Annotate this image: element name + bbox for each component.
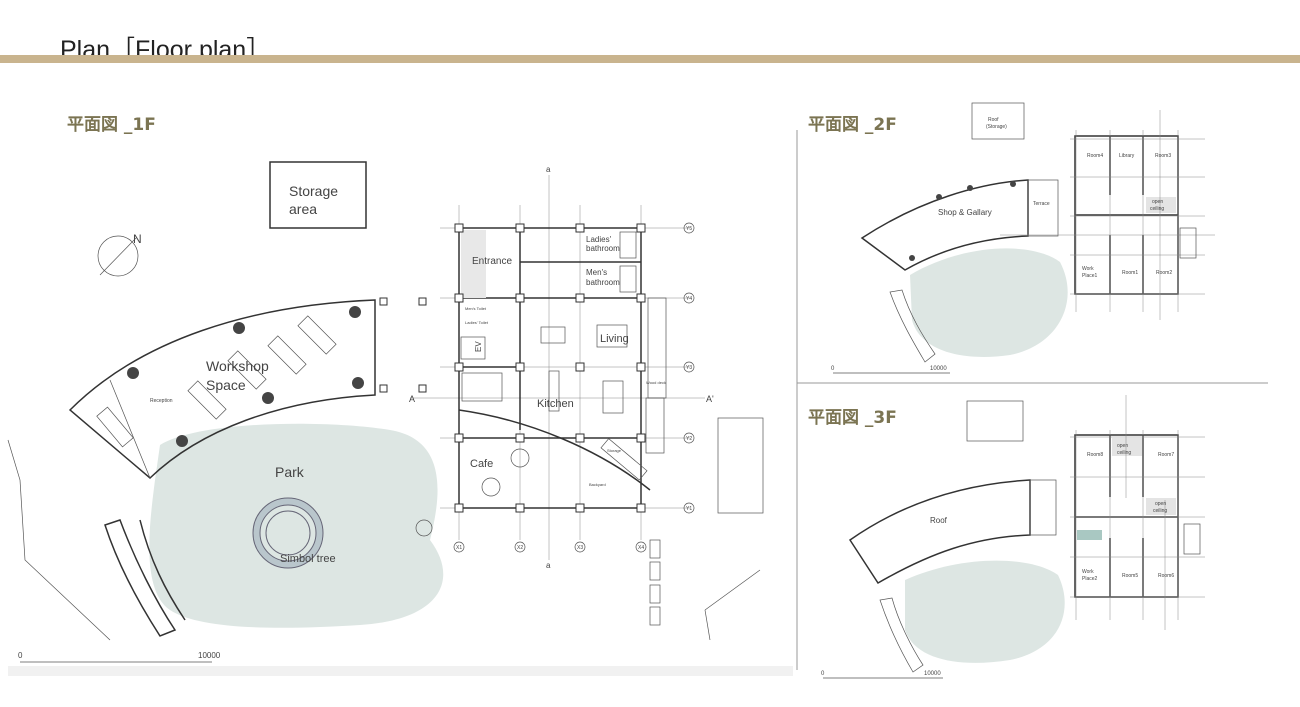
room6-label: Room6 [1158, 573, 1174, 579]
scale-0-2f: 0 [831, 366, 835, 372]
grid-label-x2: X2 [517, 545, 523, 551]
grid-label-x1: X1 [456, 545, 462, 551]
room4-label: Room4 [1087, 153, 1103, 159]
terrace-label: Terrace [1033, 201, 1050, 207]
parking-area [717, 417, 764, 514]
room1-label: Room1 [1122, 270, 1138, 276]
grid-label-y4: Y4 [686, 296, 692, 302]
open-ceiling-label-3f-b-2: ceiling [1153, 508, 1167, 514]
entrance-label: Entrance [472, 256, 512, 267]
mens-bathroom-label-2: bathroom [586, 278, 620, 287]
open-ceiling-label-3f-a: open [1117, 443, 1128, 449]
park-label: Park [275, 464, 305, 480]
backyard-label: Backyard [589, 482, 606, 487]
scale-10000-3f: 10000 [924, 671, 941, 677]
heading-1f: 平面図 _1F [67, 115, 156, 135]
storage-label: Storage [607, 448, 622, 453]
3f-rooms-block: Room8 open ceiling Room7 open ceiling Wo… [1070, 395, 1205, 630]
north-label: N [133, 232, 142, 246]
work-place1-label-2: Place1 [1082, 273, 1098, 279]
roof-storage-label: Roof [988, 117, 999, 123]
grid-label-y3: Y3 [686, 365, 692, 371]
roof-storage-label-2: (Storage) [986, 124, 1007, 130]
2f-rooms-block: Room4 Library Room3 open ceiling Work Pl… [1000, 110, 1215, 320]
main-building: Entrance Ladies' bathroom Men's bathroom… [379, 165, 714, 570]
scale-0-1f: 0 [18, 651, 23, 660]
ladies-toilet-label: Ladies' Toilet [465, 320, 489, 325]
section-mark-b-top: a [546, 165, 551, 174]
grid-label-y1: Y1 [686, 506, 692, 512]
mens-bathroom-label: Men's [586, 268, 607, 277]
grid-label-x4: X4 [638, 545, 644, 551]
room7-label: Room7 [1158, 452, 1174, 458]
park-area-2f [910, 248, 1068, 357]
room3-label: Room3 [1155, 153, 1171, 159]
scale-10000-2f: 10000 [930, 366, 947, 372]
floor-2-plan: Roof (Storage) Shop & Gallary Terrace Ro… [831, 102, 1215, 374]
workshop-label-2: Space [206, 377, 246, 393]
mens-toilet-label: Men's Toilet [465, 306, 487, 311]
work-place1-label: Work [1082, 266, 1094, 272]
north-arrow-icon [97, 235, 139, 277]
section-mark-a: A [409, 394, 415, 404]
cafe-label: Cafe [470, 458, 493, 470]
section-mark-a2: A' [706, 394, 714, 404]
section-mark-b-bottom: a [546, 561, 551, 570]
room5-label: Room5 [1122, 573, 1138, 579]
reception-label: Reception [150, 398, 173, 404]
floor-1-plan: Storage area N Workshop Space Reception … [7, 161, 764, 663]
symbol-tree-label: Simbol tree [280, 553, 336, 565]
wood-deck-label: Wood deck [646, 380, 666, 385]
scale-10000-1f: 10000 [198, 651, 221, 660]
kitchen-label: Kitchen [537, 398, 574, 410]
grid-label-y5: Y5 [686, 226, 692, 232]
open-ceiling-label-3f-b: open [1155, 501, 1166, 507]
workshop-label: Workshop [206, 358, 269, 374]
floor-3-plan: Roof Room8 open ceiling Room7 open ceili… [821, 395, 1205, 679]
room8-label: Room8 [1087, 452, 1103, 458]
title-underline-bar [0, 55, 1300, 63]
storage-area-label-2: area [289, 201, 317, 217]
room2-label: Room2 [1156, 270, 1172, 276]
shop-gallary-label: Shop & Gallary [938, 208, 992, 217]
seating-arc [104, 519, 186, 637]
storage-building [269, 161, 367, 229]
work-place2-label-2: Place2 [1082, 576, 1098, 582]
roof-storage-2f [971, 102, 1025, 140]
ladies-bathroom-label-2: bathroom [586, 244, 620, 253]
library-label: Library [1119, 153, 1135, 159]
open-ceiling-label-2f-2: ceiling [1150, 206, 1164, 212]
grid-label-y2: Y2 [686, 436, 692, 442]
heading-3f: 平面図 _3F [808, 408, 897, 428]
ladies-bathroom-label: Ladies' [586, 235, 612, 244]
bottom-strip [8, 666, 793, 676]
ev-label: EV [474, 341, 483, 352]
roof-label-3f: Roof [930, 516, 948, 525]
open-ceiling-label-2f: open [1152, 199, 1163, 205]
storage-area-label: Storage [289, 183, 338, 199]
heading-2f: 平面図 _2F [808, 115, 897, 135]
open-ceiling-label-3f-a-2: ceiling [1117, 450, 1131, 456]
living-label: Living [600, 333, 629, 345]
park-area-3f [905, 560, 1065, 663]
work-place2-label: Work [1082, 569, 1094, 575]
grid-label-x3: X3 [577, 545, 583, 551]
workshop-building [68, 299, 376, 480]
scale-0-3f: 0 [821, 671, 825, 677]
